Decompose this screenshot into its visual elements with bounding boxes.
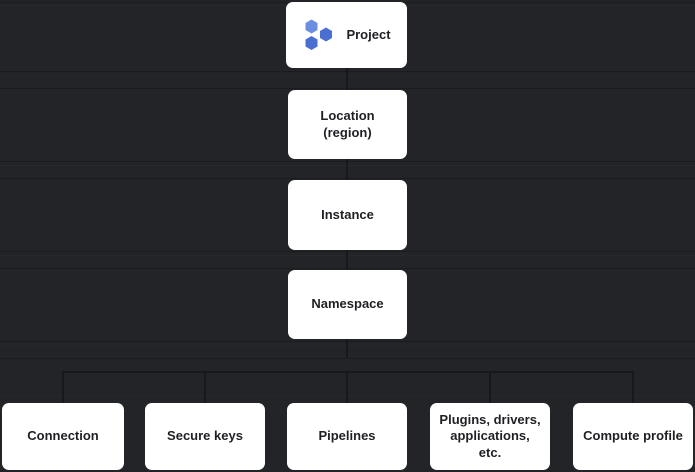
connector-bus-to-connection — [62, 371, 64, 403]
node-project-label: Project — [346, 26, 391, 42]
node-instance-label: Instance — [321, 206, 374, 222]
node-namespace-label: Namespace — [311, 296, 384, 312]
node-plugins-label: Plugins, drivers, applications, etc. — [439, 411, 541, 460]
connector-location-to-instance — [346, 158, 348, 180]
node-compute-profile[interactable]: Compute profile — [573, 403, 693, 470]
node-pipelines[interactable]: Pipelines — [287, 403, 407, 470]
connector-namespace-to-bus — [346, 338, 348, 358]
connector-bus-to-compute-profile — [632, 371, 634, 403]
connector-project-to-location — [346, 68, 348, 90]
background-band — [0, 358, 695, 359]
node-namespace[interactable]: Namespace — [288, 270, 407, 339]
node-location[interactable]: Location (region) — [288, 90, 407, 159]
node-secure-keys[interactable]: Secure keys — [145, 403, 265, 470]
connector-instance-to-namespace — [346, 248, 348, 270]
connector-bus-to-plugins — [489, 371, 491, 403]
node-plugins[interactable]: Plugins, drivers, applications, etc. — [430, 403, 550, 470]
node-secure-keys-label: Secure keys — [167, 428, 243, 444]
node-project[interactable]: Project — [286, 2, 407, 68]
node-pipelines-label: Pipelines — [318, 428, 376, 444]
node-compute-profile-label: Compute profile — [583, 428, 683, 444]
connector-bus-to-secure-keys — [204, 371, 206, 403]
node-connection-label: Connection — [27, 428, 99, 444]
node-connection[interactable]: Connection — [2, 403, 124, 470]
node-location-label: Location (region) — [320, 107, 375, 140]
node-instance[interactable]: Instance — [288, 180, 407, 250]
project-hexagons-icon — [305, 19, 333, 50]
connector-bus-to-pipelines — [346, 371, 348, 403]
connector-bus — [62, 371, 634, 373]
